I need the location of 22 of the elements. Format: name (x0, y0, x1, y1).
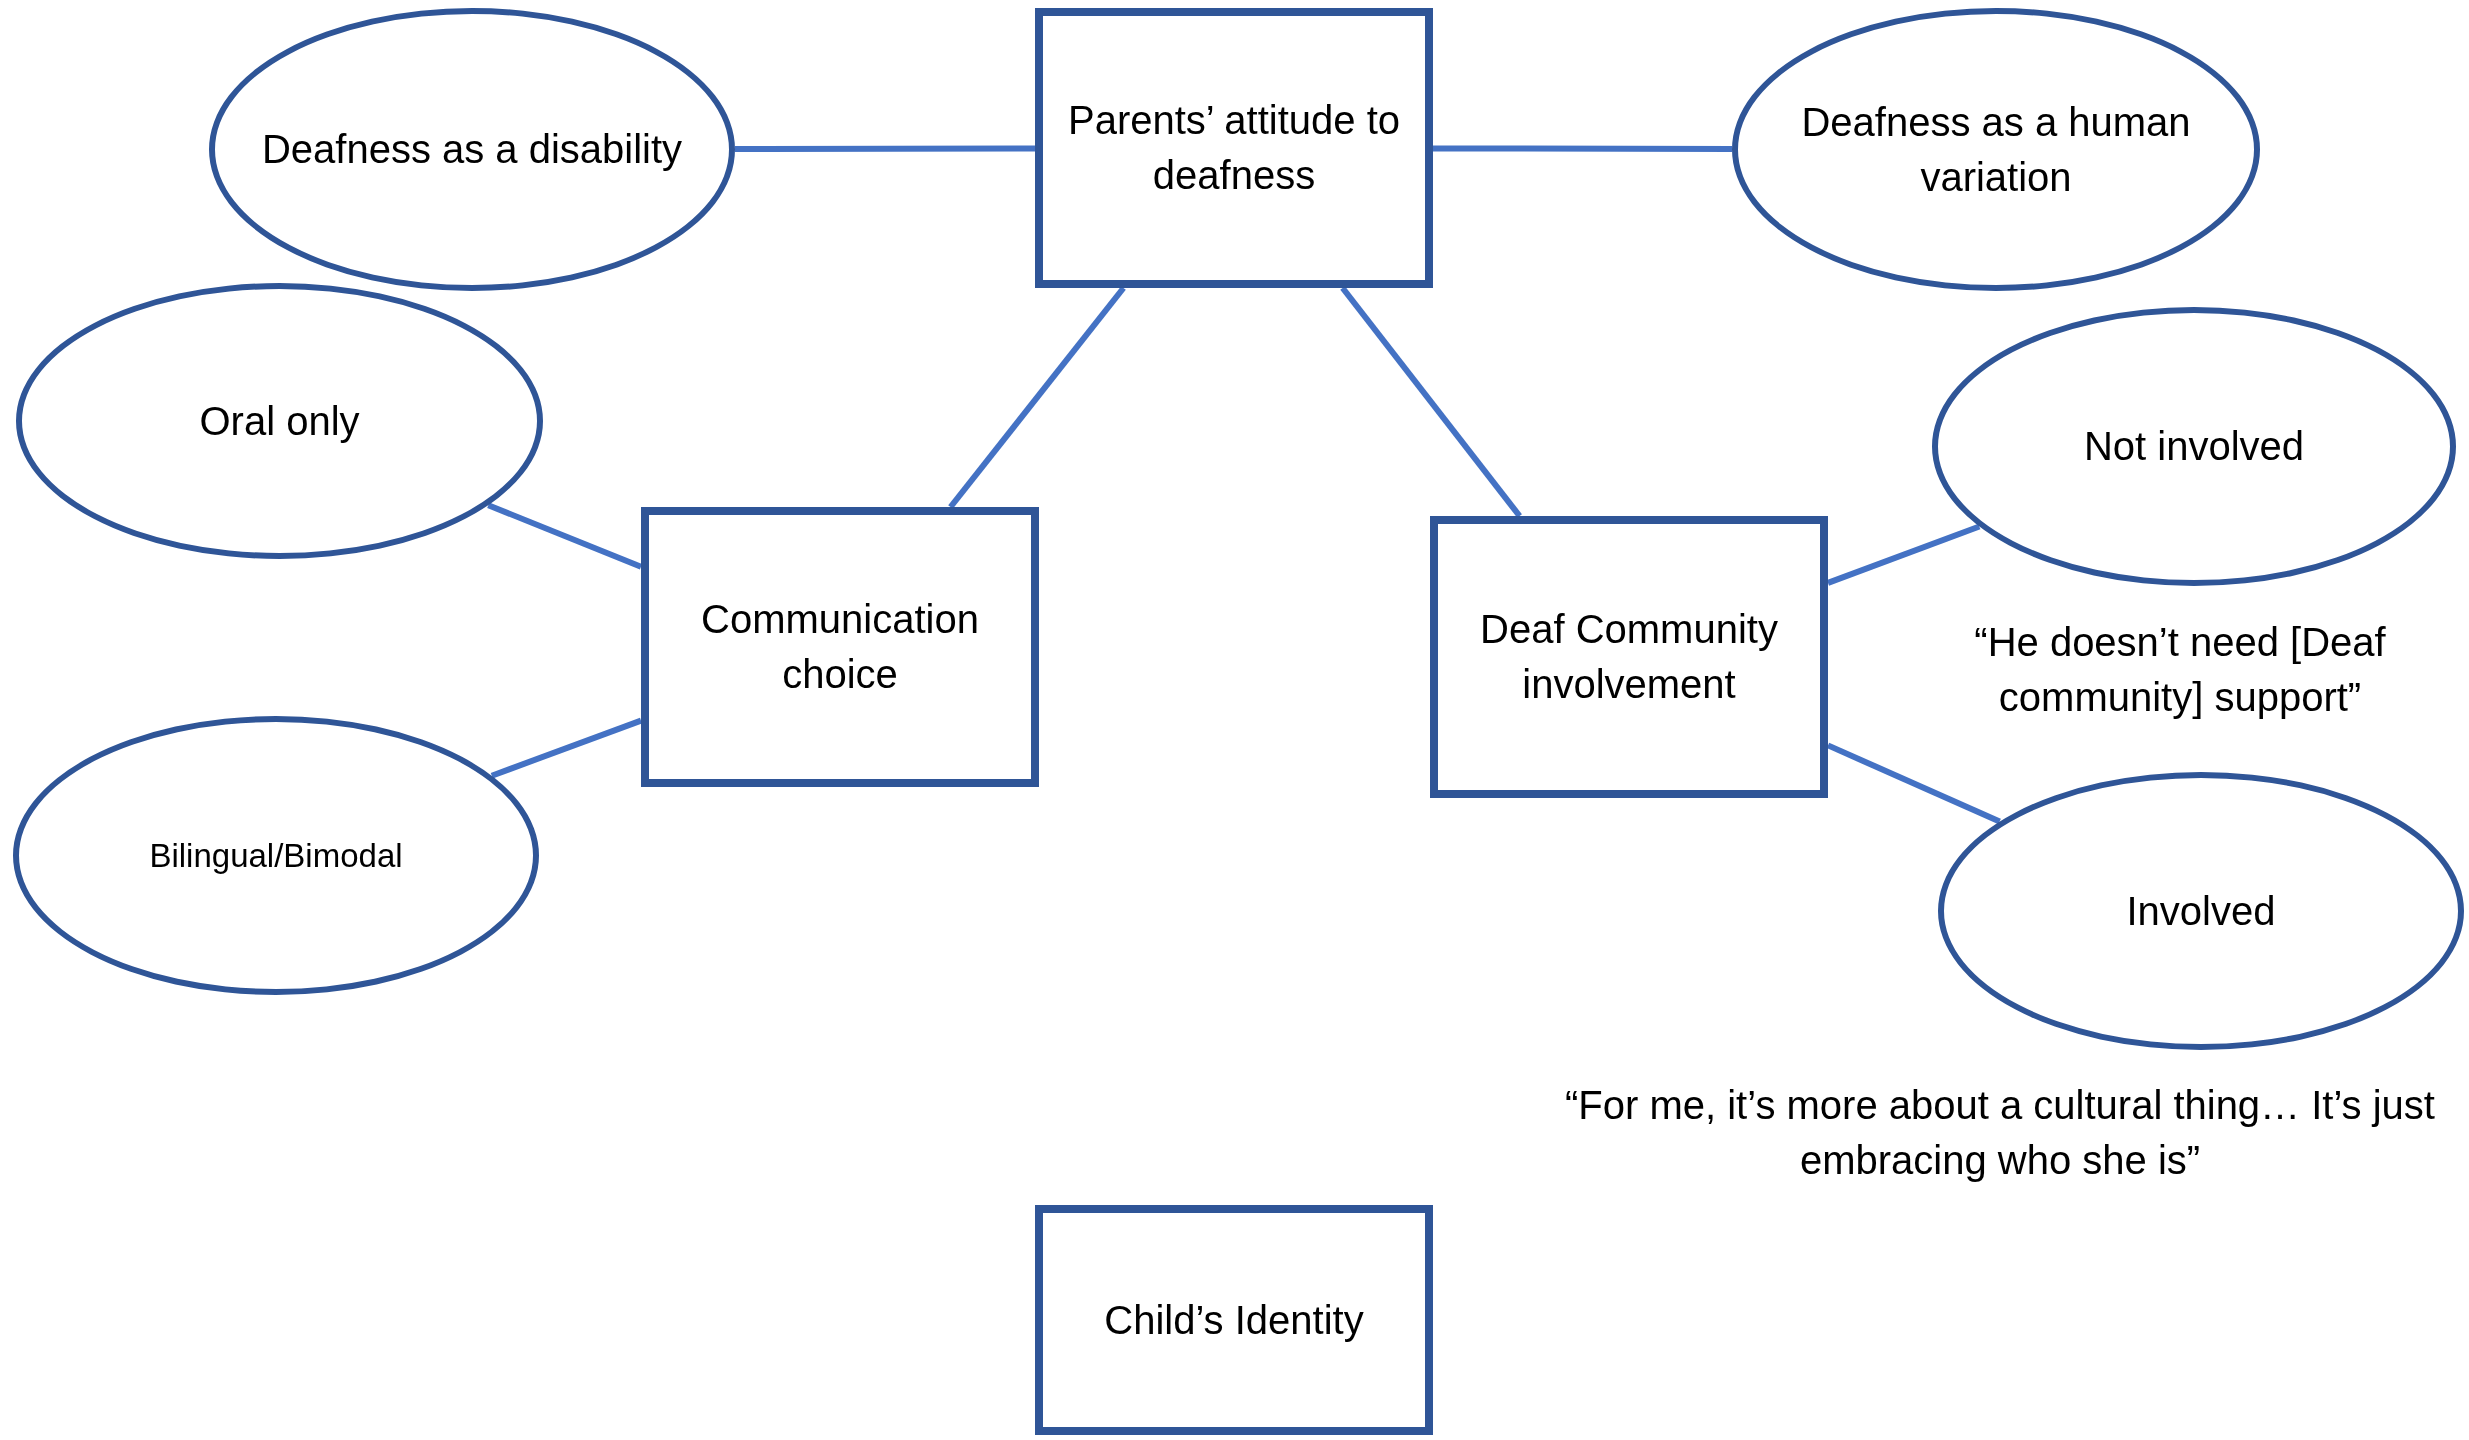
connector-line (948, 286, 1126, 509)
node-label: Deafness as a disability (261, 126, 683, 173)
node-label: Parents’ attitude to deafness (1067, 97, 1401, 199)
connector-line (1433, 145, 1732, 152)
node-label: Child’s Identity (1104, 1296, 1364, 1344)
connector-line (1340, 286, 1522, 518)
node-label: Involved (2126, 887, 2276, 935)
node-label: Bilingual/Bimodal (149, 835, 403, 876)
node-label: Deafness as a human variation (1800, 98, 2192, 201)
node-label: Deaf Community involvement (1479, 606, 1779, 708)
quote-text: “For me, it’s more about a cultural thing… It’s just embracing who she is” (1564, 1082, 2436, 1184)
connector-line (487, 502, 643, 570)
rectangle-node (1035, 8, 1433, 288)
node-label: Communication choice (700, 596, 980, 698)
quote-text: “He doesn’t need [Deaf community] support” (1973, 619, 2387, 721)
rectangle-node (641, 507, 1039, 787)
rectangle-node (1035, 1205, 1433, 1435)
rectangle-node (1430, 516, 1828, 798)
node-label: Not involved (2083, 423, 2305, 470)
connector-line (490, 717, 643, 779)
node-label: Oral only (199, 397, 360, 445)
connector-line (735, 145, 1035, 152)
